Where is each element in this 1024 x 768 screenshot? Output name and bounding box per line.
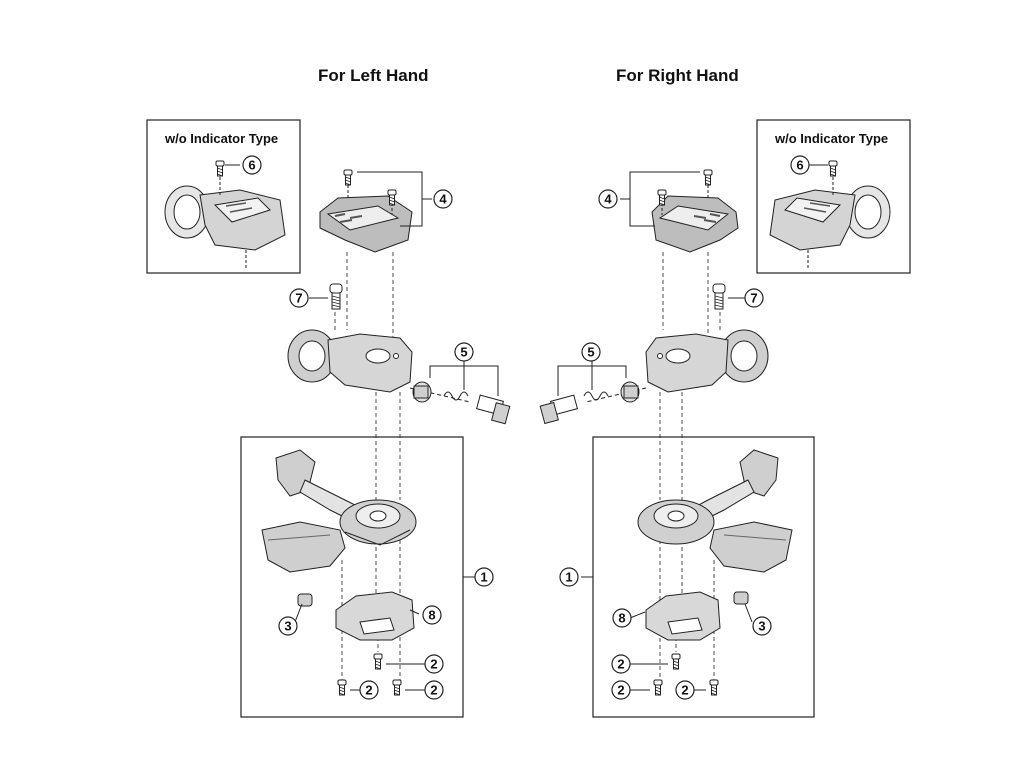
callout-5-right xyxy=(581,342,601,362)
callout-label-3-left: 3 xyxy=(284,619,291,634)
callout-6-left xyxy=(242,155,262,175)
left-screw-2 xyxy=(337,679,347,696)
callout-7-right xyxy=(744,288,764,308)
right-inset-screw xyxy=(828,160,838,177)
callout-1-right xyxy=(559,567,579,587)
right-cover-drawing xyxy=(651,185,739,253)
right-cover-screw-a xyxy=(703,169,713,186)
left-hand-heading: For Left Hand xyxy=(318,66,429,85)
callout-label-2-left-a: 2 xyxy=(430,657,437,672)
callout-4-right xyxy=(598,189,618,209)
right-inset-frame xyxy=(756,119,911,274)
right-clamp-bolt xyxy=(712,283,726,310)
callout-label-2-right-c: 2 xyxy=(681,683,688,698)
callout-2-left-b xyxy=(359,680,379,700)
callout-label-7-left: 7 xyxy=(295,291,302,306)
left-leader-lines xyxy=(225,164,475,691)
callout-label-8-left: 8 xyxy=(428,608,435,623)
left-inset-frame xyxy=(146,119,301,274)
left-inset-shifter-drawing xyxy=(164,172,286,268)
callout-6-right xyxy=(790,155,810,175)
callout-label-3-right: 3 xyxy=(758,619,765,634)
left-screw-3 xyxy=(392,679,402,696)
callout-label-4-right: 4 xyxy=(604,192,612,207)
callout-8-right xyxy=(612,608,632,628)
right-inset-shifter-drawing xyxy=(769,172,891,268)
right-clamp-body xyxy=(645,329,769,393)
right-screw-1 xyxy=(671,653,681,670)
left-screw-1 xyxy=(373,653,383,670)
left-inset-screw xyxy=(215,160,225,177)
callout-2-right-c xyxy=(675,680,695,700)
callout-label-2-right-b: 2 xyxy=(617,683,624,698)
right-hand-heading: For Right Hand xyxy=(616,66,739,85)
right-adjuster-set xyxy=(539,381,647,425)
callout-3-right xyxy=(752,616,772,636)
right-cover-screw-b xyxy=(657,189,667,206)
callout-label-5-left: 5 xyxy=(460,345,467,360)
right-leader-lines xyxy=(581,164,828,691)
callout-label-2-left-c: 2 xyxy=(430,683,437,698)
callout-4-left xyxy=(433,189,453,209)
right-main-unit-frame xyxy=(592,436,815,718)
callout-label-6-left: 6 xyxy=(248,158,255,173)
right-screw-3 xyxy=(709,679,719,696)
left-cover-screw-b xyxy=(387,189,397,206)
callout-7-left xyxy=(289,288,309,308)
callout-circles xyxy=(242,155,810,700)
callout-2-right-a xyxy=(611,654,631,674)
callout-label-1-right: 1 xyxy=(565,570,572,585)
right-screw-2 xyxy=(653,679,663,696)
callout-2-right-b xyxy=(611,680,631,700)
callout-5-left xyxy=(454,342,474,362)
callout-label-2-left-b: 2 xyxy=(365,683,372,698)
callout-label-7-right: 7 xyxy=(750,291,757,306)
right-inset-title: w/o Indicator Type xyxy=(775,131,889,146)
left-cover-screw-a xyxy=(343,169,353,186)
callout-3-left xyxy=(278,616,298,636)
right-main-unit-drawing xyxy=(637,449,793,641)
callout-label-6-right: 6 xyxy=(796,158,803,173)
left-main-unit-drawing xyxy=(261,449,417,641)
callout-1-left xyxy=(474,567,494,587)
callout-label-2-right-a: 2 xyxy=(617,657,624,672)
left-main-unit-frame xyxy=(240,436,464,718)
callout-label-4-left: 4 xyxy=(439,192,447,207)
left-clamp-bolt xyxy=(329,283,343,310)
callout-8-left xyxy=(422,605,442,625)
callout-label-5-right: 5 xyxy=(587,345,594,360)
left-clamp-body xyxy=(287,329,413,393)
left-cover-drawing xyxy=(319,185,413,253)
callout-label-8-right: 8 xyxy=(618,611,625,626)
callout-label-1-left: 1 xyxy=(480,570,487,585)
callout-labels: 6 4 7 5 1 3 8 2 2 2 6 4 7 5 1 3 8 2 2 2 xyxy=(248,158,803,698)
left-inset-title: w/o Indicator Type xyxy=(165,131,279,146)
callout-2-left-a xyxy=(424,654,444,674)
callout-2-left-c xyxy=(424,680,444,700)
left-adjuster-set xyxy=(409,381,511,425)
